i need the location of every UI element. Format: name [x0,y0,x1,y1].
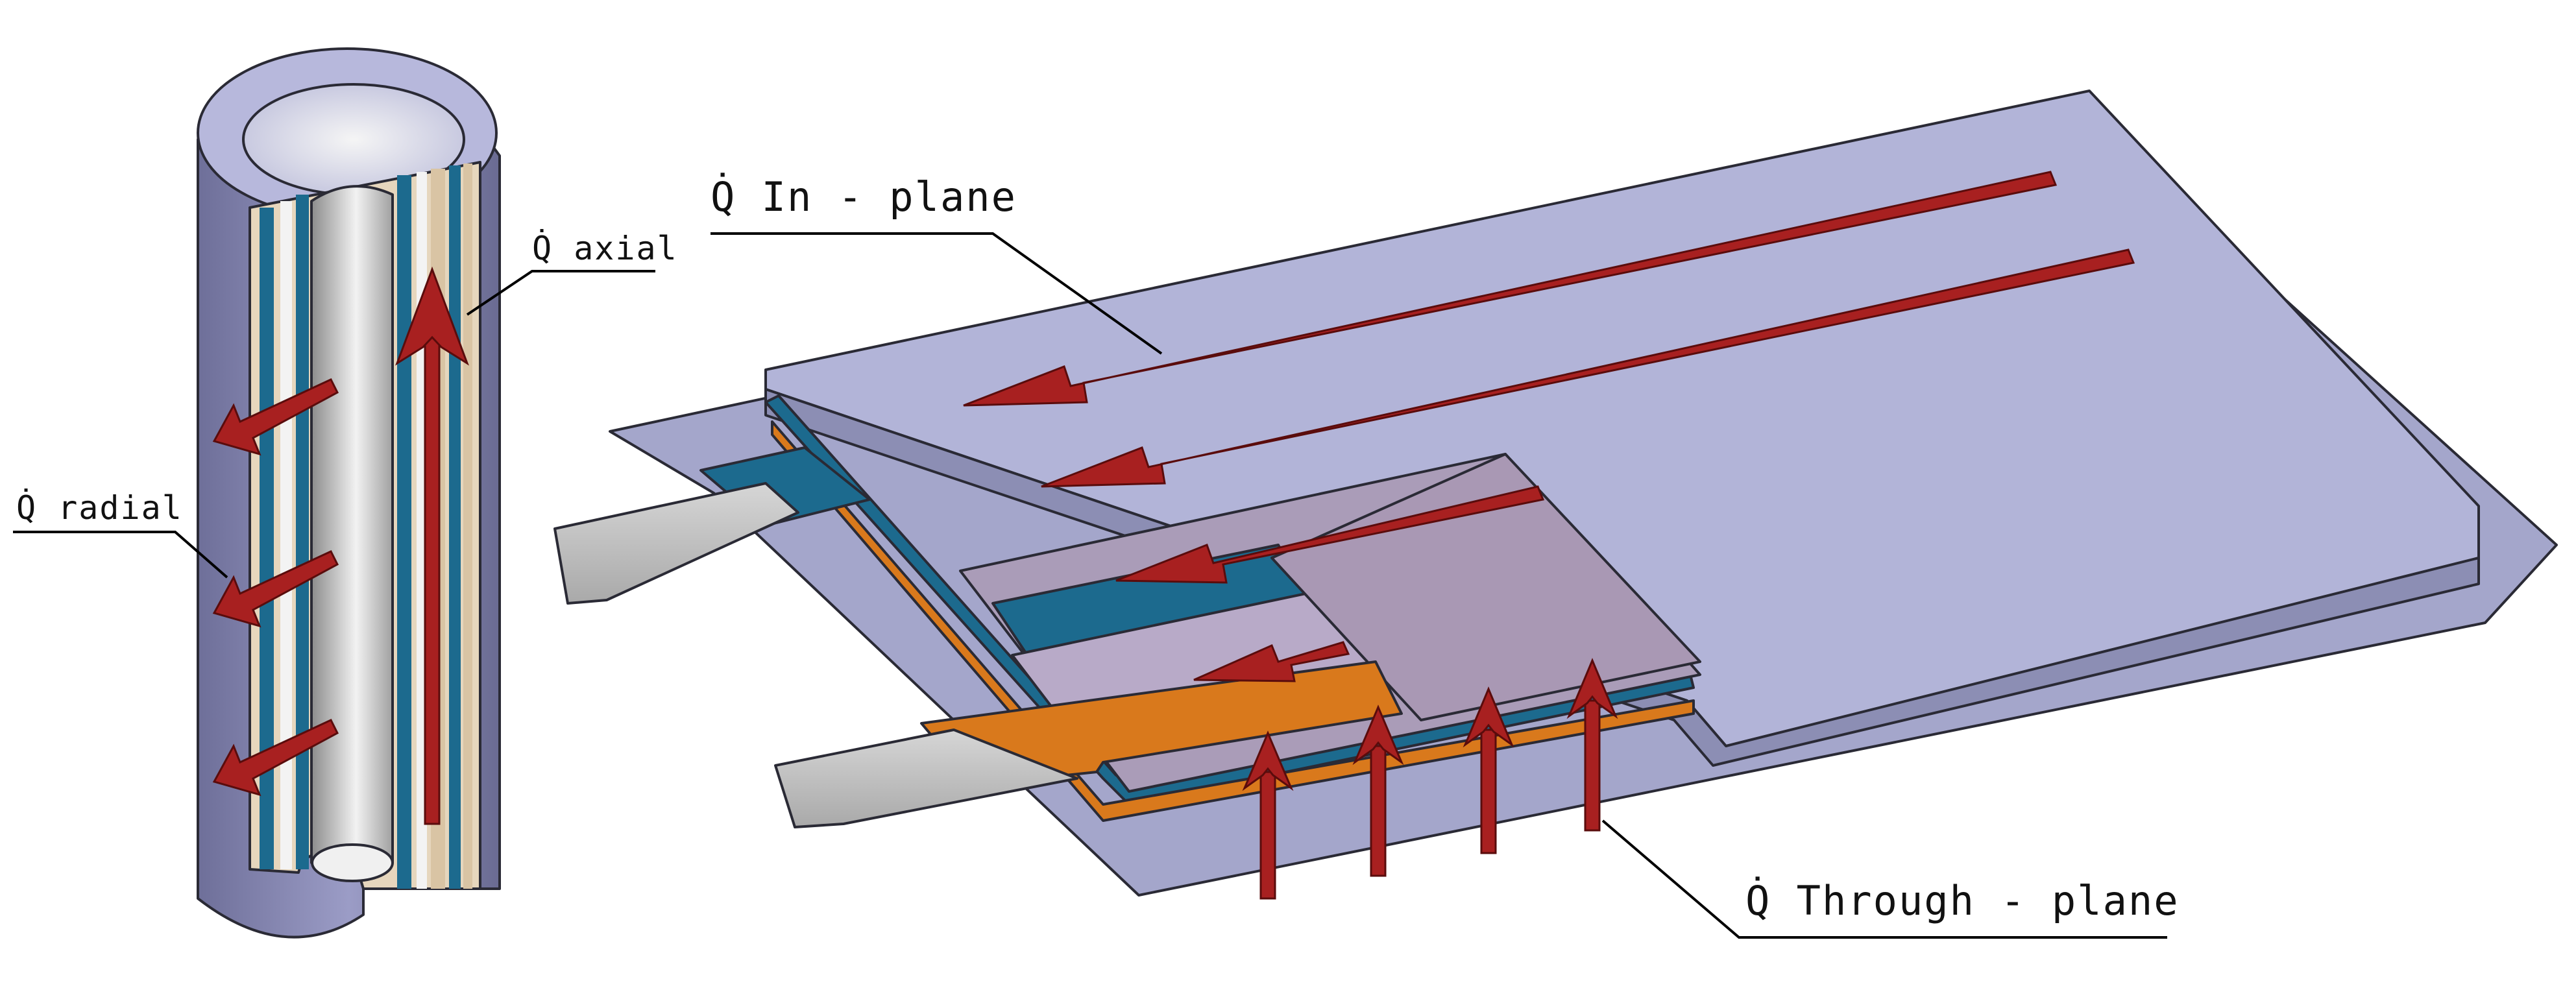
radial-arrow-2 [212,550,339,628]
pouch-cell [553,90,2558,897]
in-plane-leader [711,232,1163,355]
through-plane-label: Q̇ Through - plane [1745,876,2180,924]
radial-arrow-1 [212,378,339,456]
cell-core [310,185,394,864]
through-plane-arrow-1 [1242,730,1294,900]
heat-flow-arrows [212,171,2135,900]
in-plane-arrow-2 [1041,248,2135,488]
lower-gray-tab [774,729,1078,828]
layer-stack-orange [771,420,1695,822]
pouch-lid-edge [764,388,2480,767]
radial-label: Q̇ radial [16,488,183,527]
in-plane-arrow-3 [1115,485,1545,584]
through-plane-arrow-2 [1352,705,1404,877]
axial-arrow [395,266,469,825]
in-plane-label: Q̇ In - plane [711,173,1017,221]
radial-arrow-3 [212,719,339,797]
cylindrical-cell [197,47,501,939]
in-plane-arrow-4 [1193,641,1350,682]
in-plane-arrow-1 [963,171,2058,407]
through-plane-arrow-3 [1463,686,1514,854]
through-plane-leader [1601,819,2167,939]
axial-label: Q̇ axial [532,229,678,267]
upper-gray-tab [553,482,799,605]
leader-lines [13,232,2167,939]
axial-leader [466,270,655,316]
radial-leader [13,531,228,579]
core-bottom [311,843,394,882]
through-plane-arrow-4 [1566,658,1618,832]
